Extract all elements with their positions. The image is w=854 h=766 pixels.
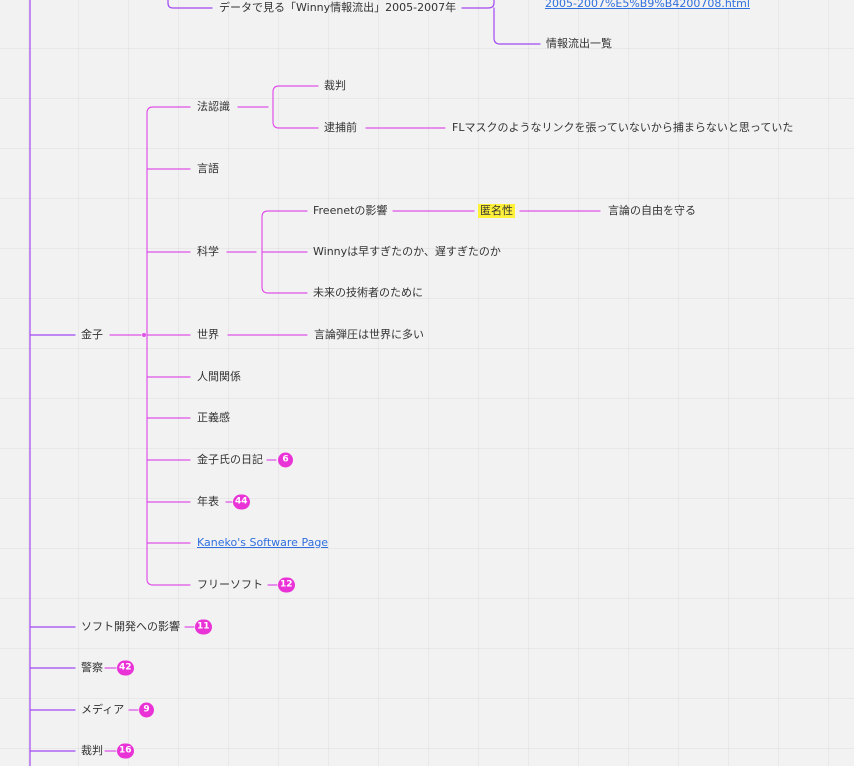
court-count-badge[interactable]: 16: [117, 743, 134, 759]
freesoft-count-badge[interactable]: 12: [278, 577, 295, 593]
media-node[interactable]: メディア: [81, 703, 125, 716]
bottom-badge-stubs: [104, 626, 195, 752]
taiho-mae-node[interactable]: 逮捕前: [324, 121, 357, 134]
kaneko-software-page-link[interactable]: Kaneko's Software Page: [197, 536, 329, 549]
houninshiki-branches: [237, 85, 319, 129]
soft-dev-impact-node[interactable]: ソフト開発への影響: [81, 620, 180, 633]
fl-mask-note-node[interactable]: FLマスクのようなリンクを張っていないから捕まらないと思っていた: [452, 121, 794, 134]
url-connector: [461, 0, 495, 9]
kagaku-node[interactable]: 科学: [197, 245, 219, 258]
soft-dev-impact-count-badge[interactable]: 11: [195, 619, 212, 635]
data-node-connector: [167, 0, 213, 9]
kaneko-badge-stubs: [225, 459, 278, 586]
nenpyo-count-badge[interactable]: 44: [233, 494, 250, 510]
kaneko-junction-dot: [142, 333, 146, 337]
kaneko-children-lines: [146, 168, 191, 544]
kagaku-branches: [226, 210, 308, 294]
leak-list-node[interactable]: 情報流出一覧: [546, 37, 612, 50]
winny-hayasugi-node[interactable]: Winnyは早すぎたのか、遅すぎたのか: [313, 245, 501, 258]
court-node[interactable]: 裁判: [81, 744, 103, 757]
freesoft-node[interactable]: フリーソフト: [197, 578, 263, 591]
data-winny-leak-node[interactable]: データで見る「Winny情報流出」2005-2007年: [219, 1, 457, 14]
freenet-node[interactable]: Freenetの影響: [313, 204, 388, 217]
seigikan-node[interactable]: 正義感: [197, 411, 230, 424]
police-count-badge[interactable]: 42: [117, 660, 134, 676]
kaneko-spine: [146, 106, 191, 586]
saiban-node[interactable]: 裁判: [324, 79, 346, 92]
media-count-badge[interactable]: 9: [139, 702, 154, 718]
sekai-node[interactable]: 世界: [197, 328, 219, 341]
houninshiki-node[interactable]: 法認識: [197, 100, 230, 113]
nenpyo-node[interactable]: 年表: [197, 495, 219, 508]
tokumei-node[interactable]: 匿名性: [478, 204, 515, 218]
kaneko-diary-count-badge[interactable]: 6: [278, 452, 293, 468]
leak-list-connector: [493, 7, 541, 45]
kaneko-diary-node[interactable]: 金子氏の日記: [197, 453, 263, 466]
url-link[interactable]: 2005-2007%E5%B9%B4200708.html: [545, 0, 750, 10]
kaneko-node[interactable]: 金子: [81, 328, 103, 341]
gengo-node[interactable]: 言語: [197, 162, 219, 175]
ningen-kankei-node[interactable]: 人間関係: [197, 370, 241, 383]
genron-jiyu-node[interactable]: 言論の自由を守る: [608, 204, 696, 217]
police-node[interactable]: 警察: [81, 661, 103, 674]
genron-danatsu-node[interactable]: 言論弾圧は世界に多い: [314, 328, 424, 341]
mirai-gijutsusha-node[interactable]: 未来の技術者のために: [313, 286, 423, 299]
